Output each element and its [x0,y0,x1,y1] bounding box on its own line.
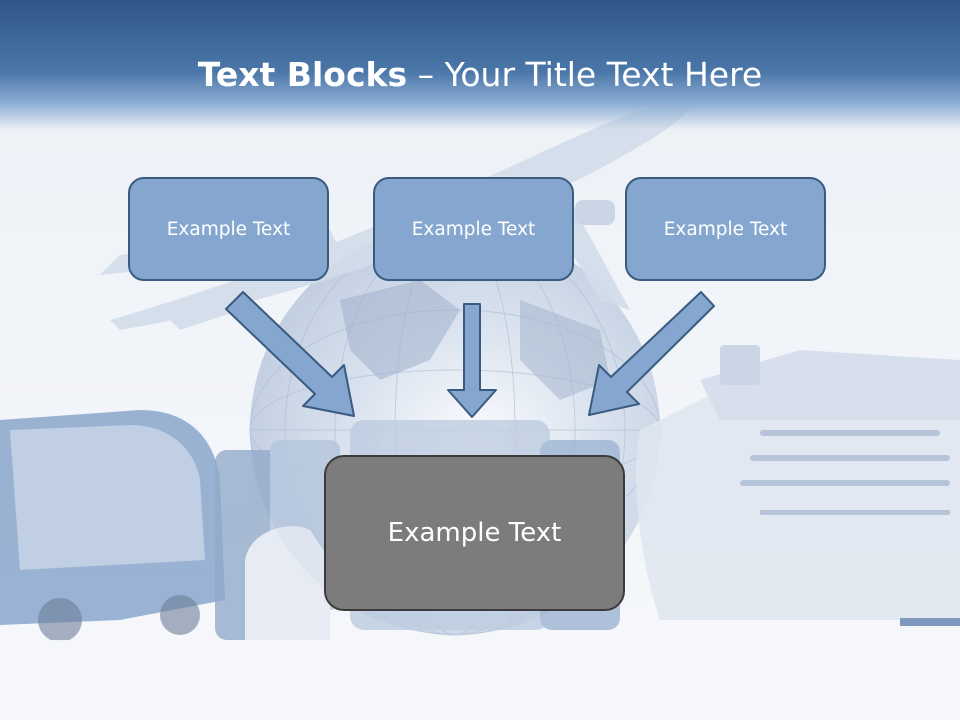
header-band [0,0,960,130]
text-block-3-label: Example Text [663,218,788,240]
title-rest: Your Title Text Here [444,55,763,94]
arrow-right [588,291,715,416]
text-block-3[interactable]: Example Text [625,177,826,281]
center-text-block[interactable]: Example Text [324,455,625,611]
arrow-middle [447,303,497,418]
center-text-block-label: Example Text [387,518,562,548]
text-block-1[interactable]: Example Text [128,177,329,281]
title-bold: Text Blocks [197,55,408,94]
text-block-1-label: Example Text [166,218,291,240]
text-block-2[interactable]: Example Text [373,177,574,281]
cruise-ship-icon [636,345,960,626]
title-separator: – [407,55,445,94]
slide-title: Text Blocks – Your Title Text Here [0,52,960,98]
bus-icon [0,410,225,642]
text-block-2-label: Example Text [411,218,536,240]
arrow-left [225,291,355,417]
